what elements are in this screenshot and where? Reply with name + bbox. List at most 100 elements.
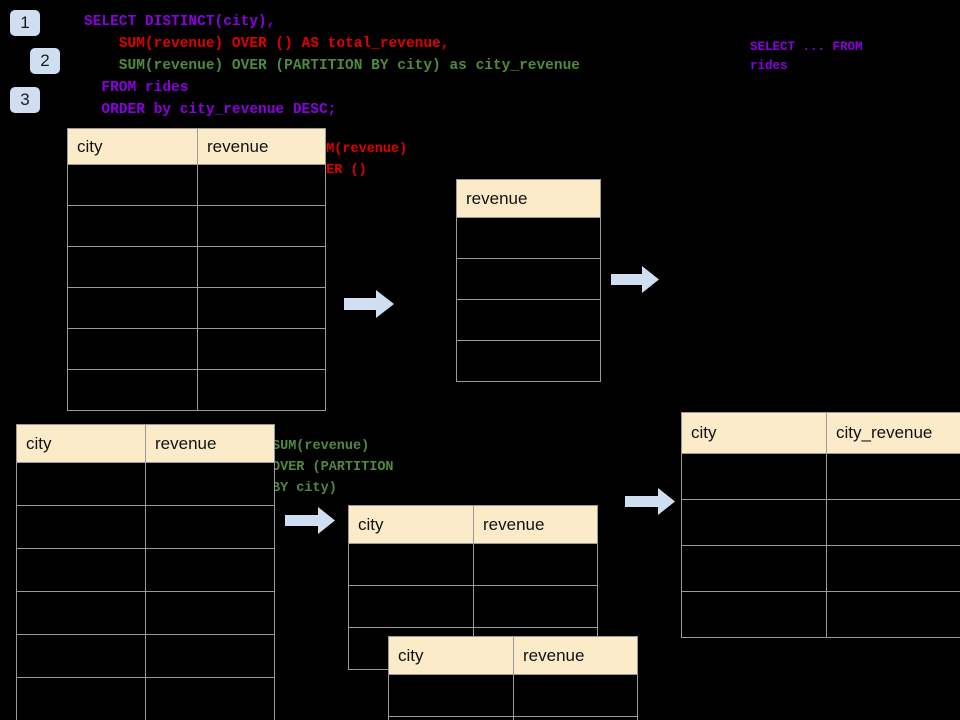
cell-revenue (456, 299, 601, 341)
table-header-row: revenue (456, 179, 601, 218)
cell-revenue (145, 462, 275, 506)
column-header-revenue: revenue (513, 636, 638, 675)
cell-revenue (145, 591, 275, 635)
cell-revenue (456, 258, 601, 300)
cell-city (67, 205, 198, 247)
column-header-revenue: revenue (473, 505, 598, 544)
arrow-source-to-partition (285, 507, 335, 534)
cell-revenue (145, 505, 275, 549)
cell-city (16, 462, 146, 506)
arrow-source-to-total (344, 290, 394, 318)
table-row (456, 299, 601, 341)
cell-revenue (473, 543, 598, 586)
table-row (681, 545, 960, 592)
table-row (67, 328, 326, 370)
table-row (67, 369, 326, 411)
column-header-city: city (388, 636, 514, 675)
cell-city (67, 164, 198, 206)
table-row (456, 217, 601, 259)
column-header-city: city (348, 505, 474, 544)
column-header-revenue: revenue (197, 128, 326, 165)
cell-city-revenue (826, 453, 960, 500)
total-revenue-table: revenue (456, 179, 601, 382)
table-row (67, 246, 326, 288)
table-row (67, 205, 326, 247)
cell-revenue (197, 246, 326, 288)
cell-revenue (145, 677, 275, 720)
column-header-revenue: revenue (456, 179, 601, 218)
table-header-row: city city_revenue (681, 412, 960, 454)
sql-line-from: FROM rides (84, 80, 189, 96)
cell-city (16, 591, 146, 635)
table-row (16, 677, 275, 720)
table-row (16, 591, 275, 635)
cell-city (681, 545, 827, 592)
sql-line-order-by: ORDER by city_revenue DESC; (84, 102, 337, 118)
cell-revenue (197, 164, 326, 206)
column-header-city: city (16, 424, 146, 463)
column-header-revenue: revenue (145, 424, 275, 463)
table-row (348, 543, 598, 586)
table-row (348, 585, 598, 628)
cell-city (388, 716, 514, 720)
sql-line-sum-over-partition: SUM(revenue) OVER (PARTITION BY city) as… (84, 58, 580, 74)
step-badge-3: 3 (10, 87, 40, 113)
cell-revenue (145, 634, 275, 678)
table-header-row: city revenue (16, 424, 275, 463)
cell-city (67, 287, 198, 329)
rides-source-table: city revenue (67, 128, 326, 411)
annotation-sum-over-partition: SUM(revenue) OVER (PARTITION BY city) (272, 439, 394, 496)
table-header-row: city revenue (388, 636, 638, 675)
cell-city (67, 369, 198, 411)
cell-revenue (456, 340, 601, 382)
rides-source-table-partition: city revenue (16, 424, 275, 720)
cell-city-revenue (826, 545, 960, 592)
table-row (456, 258, 601, 300)
column-header-city-revenue: city_revenue (826, 412, 960, 454)
cell-city (388, 674, 514, 717)
cell-city (348, 543, 474, 586)
cell-city (681, 453, 827, 500)
cell-city-revenue (826, 499, 960, 546)
cell-city (16, 548, 146, 592)
table-row (16, 548, 275, 592)
cell-city (681, 591, 827, 638)
arrow-partition-to-result (625, 488, 675, 515)
cell-city (67, 328, 198, 370)
cell-revenue (456, 217, 601, 259)
table-row (681, 499, 960, 546)
sql-line-select-distinct: SELECT DISTINCT(city), (84, 14, 276, 30)
table-header-row: city revenue (348, 505, 598, 544)
cell-city (16, 677, 146, 720)
table-row (67, 287, 326, 329)
column-header-city: city (67, 128, 198, 165)
arrow-total-to-result (611, 266, 659, 293)
cell-city (16, 634, 146, 678)
annotation-select-from-rides: SELECT ... FROM rides (750, 40, 863, 73)
cell-city (348, 585, 474, 628)
cell-revenue (197, 287, 326, 329)
table-row (67, 164, 326, 206)
cell-city (67, 246, 198, 288)
table-header-row: city revenue (67, 128, 326, 165)
table-row (16, 462, 275, 506)
cell-revenue (513, 716, 638, 720)
table-row (388, 716, 638, 720)
cell-revenue (197, 205, 326, 247)
partition-group-table-a: city revenue (348, 505, 598, 670)
cell-city-revenue (826, 591, 960, 638)
table-row (388, 674, 638, 717)
sql-line-sum-over-empty: SUM(revenue) OVER () AS total_revenue, (84, 36, 450, 52)
table-row (16, 634, 275, 678)
partition-group-table-b: city revenue (388, 636, 638, 720)
step-badge-1: 1 (10, 10, 40, 36)
cell-revenue (197, 328, 326, 370)
table-row (16, 505, 275, 549)
table-row (456, 340, 601, 382)
table-row (681, 453, 960, 500)
cell-city (681, 499, 827, 546)
cell-revenue (513, 674, 638, 717)
final-result-table: city city_revenue (681, 412, 960, 638)
cell-revenue (145, 548, 275, 592)
